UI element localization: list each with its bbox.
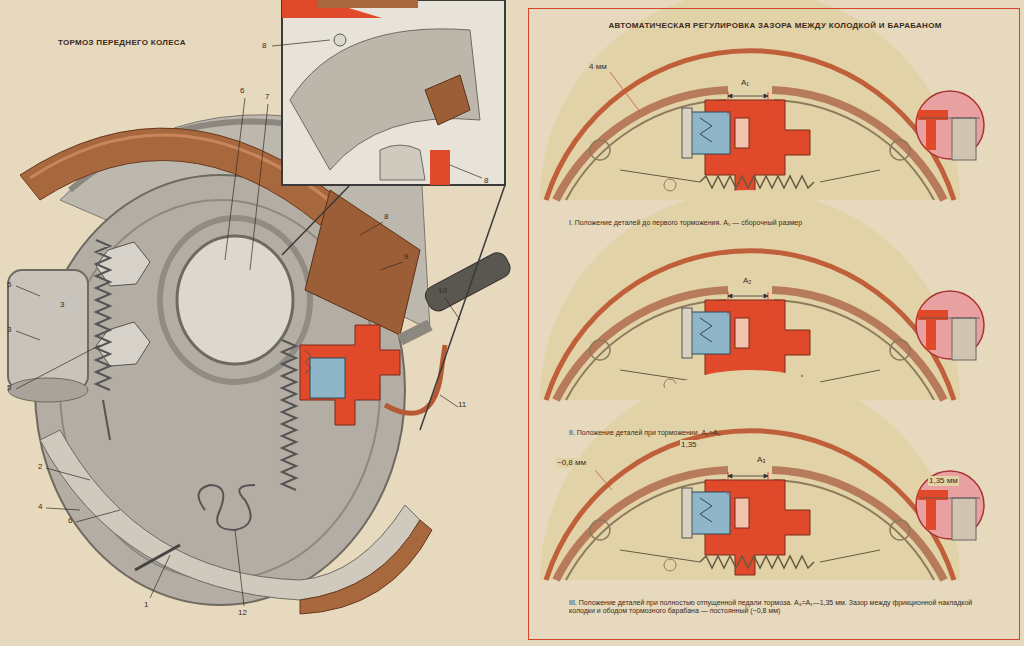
- dimension-label: 1,35: [680, 440, 698, 450]
- dimension-label: 4 мм: [588, 62, 608, 72]
- dimension-label: A₁: [740, 78, 750, 88]
- diagram-title: ТОРМОЗ ПЕРЕДНЕГО КОЛЕСА: [58, 38, 186, 48]
- callout-number: 7: [265, 92, 269, 102]
- panel-frame: АВТОМАТИЧЕСКАЯ РЕГУЛИРОВКА ЗАЗОРА МЕЖДУ …: [528, 8, 1020, 640]
- callout-number: 4: [38, 502, 42, 512]
- callout-number: 8: [484, 176, 488, 186]
- callout-number: 6: [68, 516, 72, 526]
- callout-number: 10: [438, 286, 447, 296]
- callout-number: 1: [144, 600, 148, 610]
- callout-number: 9: [404, 252, 408, 262]
- callout-number: 8: [262, 41, 266, 51]
- figure-caption: III. Положение деталей при полностью отп…: [569, 599, 989, 616]
- panel-heading: АВТОМАТИЧЕСКАЯ РЕГУЛИРОВКА ЗАЗОРА МЕЖДУ …: [589, 21, 961, 31]
- dimension-label: A₂: [742, 276, 752, 286]
- callout-number: 8: [384, 212, 388, 222]
- dimension-label: A₃: [756, 455, 767, 465]
- callout-number: 3: [60, 300, 64, 310]
- dimension-label: 1,35 мм: [928, 476, 959, 486]
- callout-number: 11: [458, 400, 466, 410]
- figure-caption: I. Положение деталей до первого торможен…: [569, 219, 969, 227]
- figure-caption: II. Положение деталей при торможении. A₂…: [569, 429, 969, 437]
- callout-number: 6: [240, 86, 244, 96]
- callout-number: 2: [38, 462, 42, 472]
- dimension-label: ~0,8 мм: [556, 458, 587, 468]
- callout-number: 3: [7, 325, 11, 335]
- callout-number: 5: [7, 383, 11, 393]
- callout-number: 12: [238, 608, 247, 618]
- callout-number: 5: [7, 280, 11, 290]
